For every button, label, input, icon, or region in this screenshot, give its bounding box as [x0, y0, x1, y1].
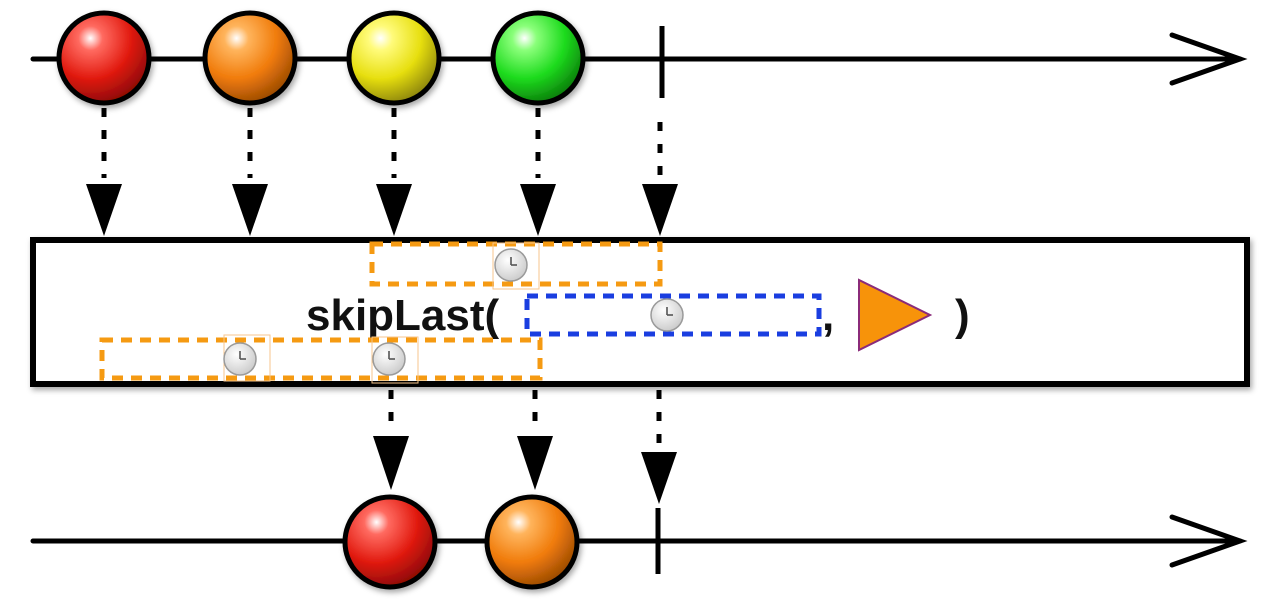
clock-icon: [492, 242, 540, 290]
input-arrow-orange: [232, 108, 268, 236]
input-arrow-completion: [642, 122, 678, 236]
duration-parameter-box: [524, 293, 822, 337]
output-marble-red: [342, 494, 438, 590]
input-arrows: [86, 108, 678, 236]
output-timeline: [30, 494, 1248, 590]
input-arrow-green: [520, 108, 556, 236]
input-marble-red: [56, 10, 152, 106]
time-window-lower: [99, 337, 543, 381]
input-marble-yellow: [346, 10, 442, 106]
output-arrow-red: [373, 390, 409, 490]
operator-comma: ,: [822, 291, 834, 340]
clock-icon: [371, 336, 419, 384]
input-arrow-red: [86, 108, 122, 236]
clock-icon: [650, 298, 684, 332]
clock-icon: [223, 334, 271, 382]
input-marble-green: [490, 10, 586, 106]
output-marble-orange: [484, 494, 580, 590]
scheduler-triangle-icon: [858, 278, 933, 352]
operator-box: [30, 237, 1250, 387]
input-marble-orange: [202, 10, 298, 106]
operator-close-paren: ): [955, 291, 970, 340]
input-timeline: [30, 10, 1248, 106]
output-arrows: [373, 390, 677, 504]
operator-name: skipLast(: [306, 291, 500, 340]
input-timeline-arrowhead: [1169, 32, 1248, 86]
output-arrow-completion: [641, 390, 677, 504]
output-timeline-arrowhead: [1169, 514, 1248, 568]
output-arrow-orange: [517, 390, 553, 490]
time-window-upper: [369, 241, 663, 287]
input-arrow-yellow: [376, 108, 412, 236]
